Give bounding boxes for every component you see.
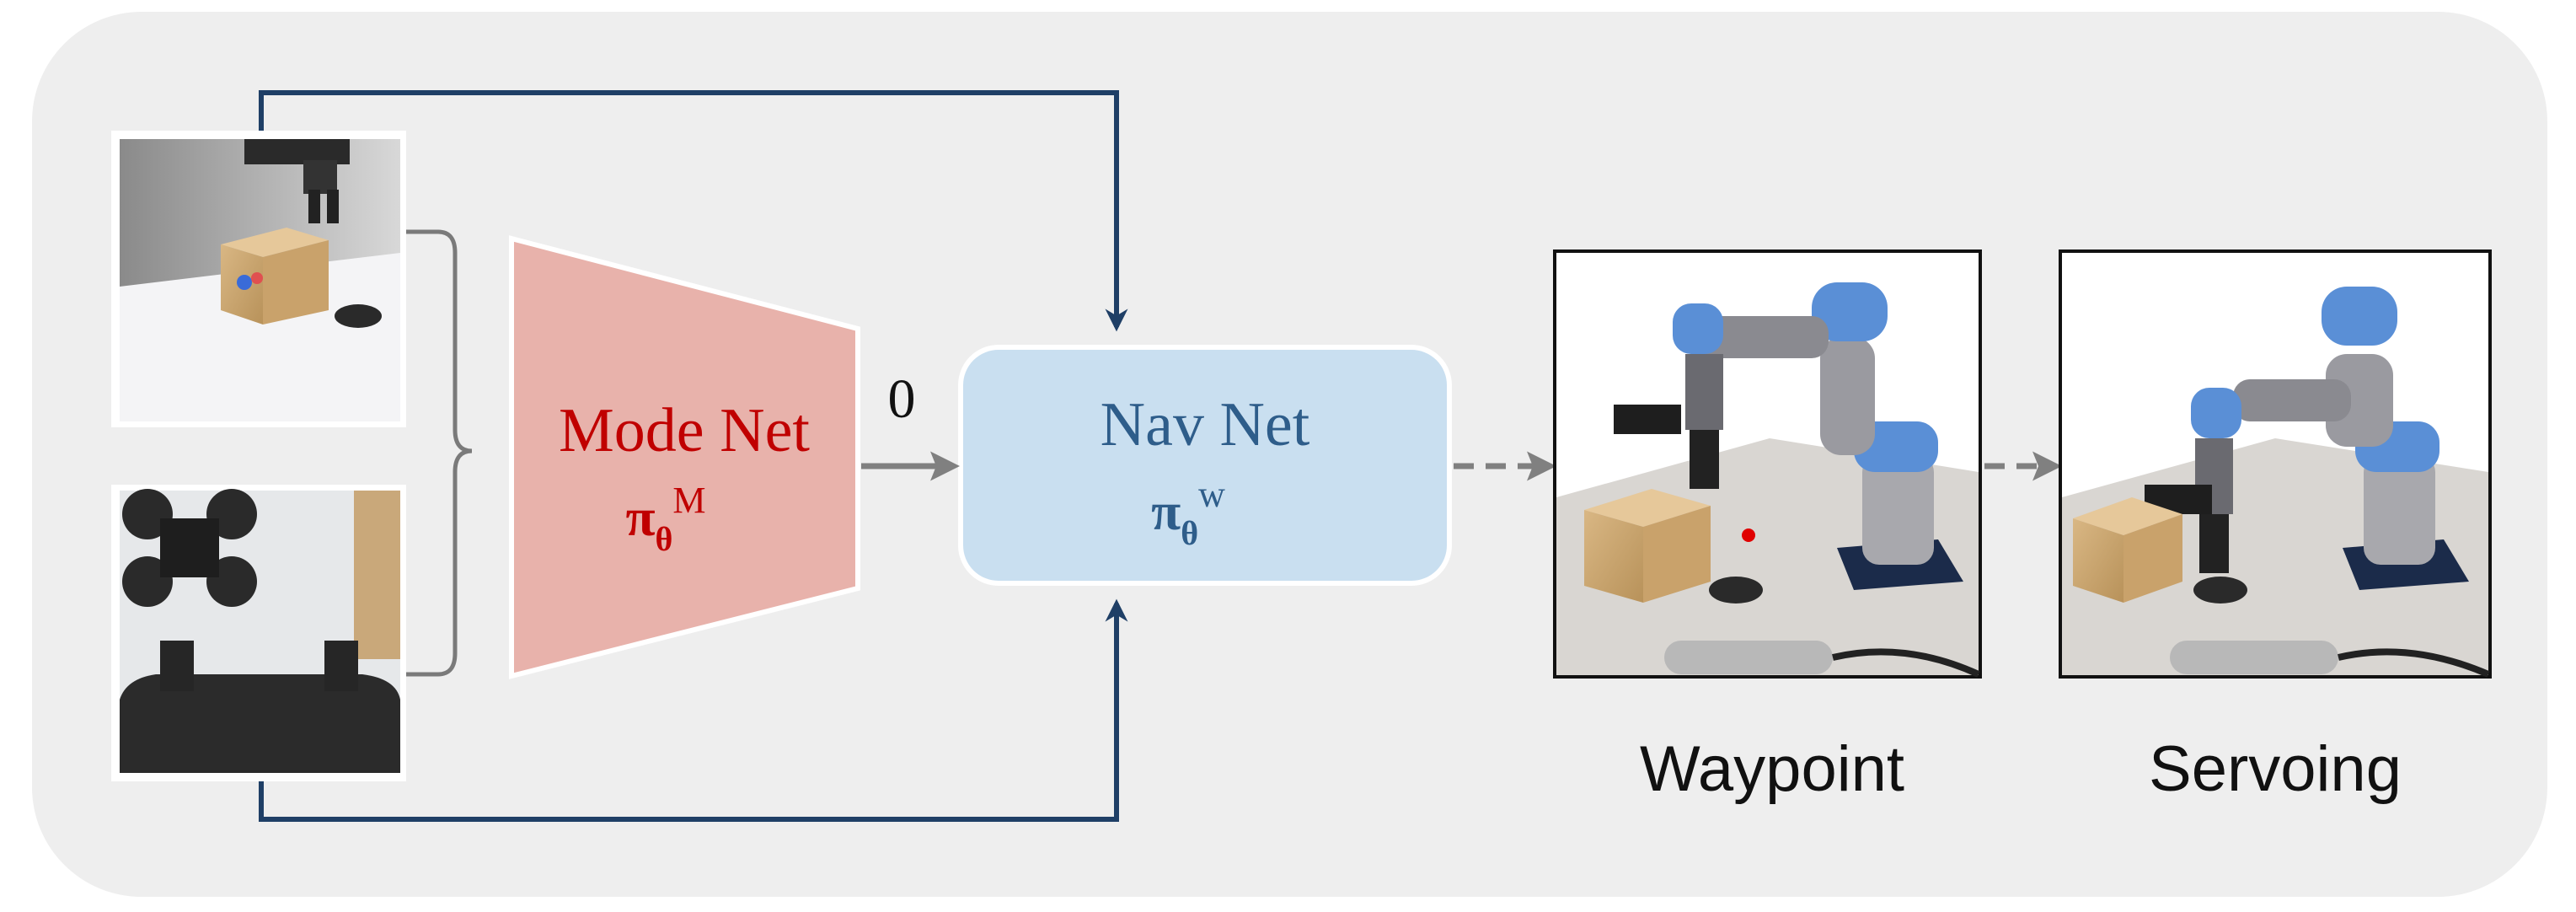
- nav-net-policy-symbol: πθw: [1151, 474, 1225, 552]
- input-brace: [406, 229, 473, 677]
- servoing-image: [2059, 249, 2492, 679]
- waypoint-marker: [1742, 528, 1755, 542]
- servoing-caption: Servoing: [2149, 733, 2402, 805]
- top-image-skip-arrow: [259, 90, 1128, 332]
- mode-net-policy-symbol: πθM: [625, 480, 705, 558]
- mode-output-label: 0: [888, 368, 916, 430]
- bottom-image-skip-arrow: [259, 598, 1128, 822]
- nav-net-block: [958, 345, 1452, 586]
- mode-net-label: Mode Net: [559, 396, 810, 465]
- nav-net-label: Nav Net: [1101, 390, 1310, 459]
- waypoint-image: [1553, 249, 1982, 679]
- input-image-bottom: [111, 485, 406, 781]
- mode-net-block: [509, 235, 860, 679]
- input-image-top: [111, 131, 406, 427]
- waypoint-caption: Waypoint: [1640, 733, 1904, 805]
